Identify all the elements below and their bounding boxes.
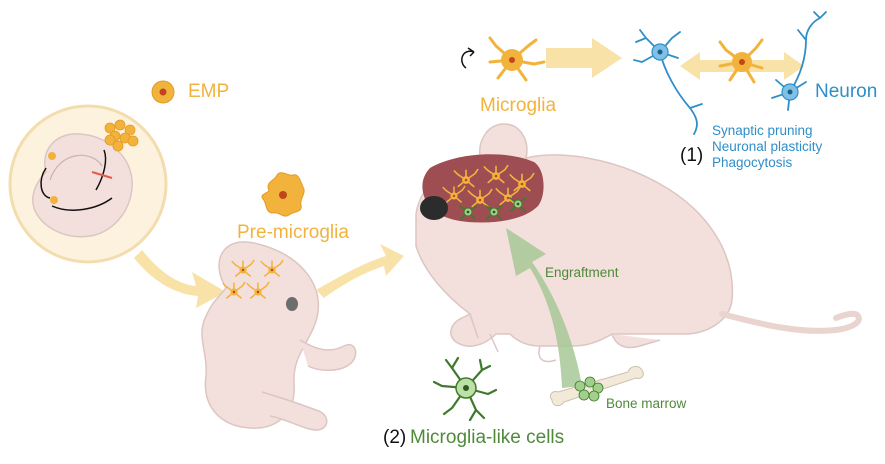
marker-1-label: (1) xyxy=(680,145,704,166)
engraftment-arrow xyxy=(506,228,582,388)
yolk-sac-embryo xyxy=(8,104,168,264)
emp-label: EMP xyxy=(188,81,230,102)
marker-2-label: (2) xyxy=(383,427,407,448)
adult-mouse xyxy=(415,123,862,363)
microglia-label: Microglia xyxy=(480,95,557,116)
function-item: Phagocytosis xyxy=(712,155,793,170)
pre-microglia-label: Pre-microglia xyxy=(237,222,349,243)
neuron-cell xyxy=(771,11,827,111)
microglia-cell xyxy=(488,36,546,82)
neuron-cell xyxy=(633,29,703,135)
neuron-label: Neuron xyxy=(815,81,878,102)
engraftment-label: Engraftment xyxy=(545,265,619,280)
emp-cell xyxy=(151,80,175,104)
microglia-like-cells-label: Microglia-like cells xyxy=(410,427,565,448)
function-item: Synaptic pruning xyxy=(712,123,813,138)
function-item: Neuronal plasticity xyxy=(712,139,823,154)
function-list: Synaptic pruning Neuronal plasticity Pha… xyxy=(712,123,822,171)
pre-microglia-cell xyxy=(261,172,305,217)
self-renewal-arrow xyxy=(461,50,475,69)
fetal-embryo xyxy=(201,241,357,431)
central-microglia-cell xyxy=(718,38,764,84)
arrow-to-mouse xyxy=(316,244,404,298)
arrow-to-fetus xyxy=(134,250,226,308)
arrow-to-neuron xyxy=(546,38,622,78)
bone-marrow-label: Bone marrow xyxy=(606,396,687,411)
bone-marrow xyxy=(549,365,644,407)
microglia-like-cell xyxy=(432,356,498,422)
